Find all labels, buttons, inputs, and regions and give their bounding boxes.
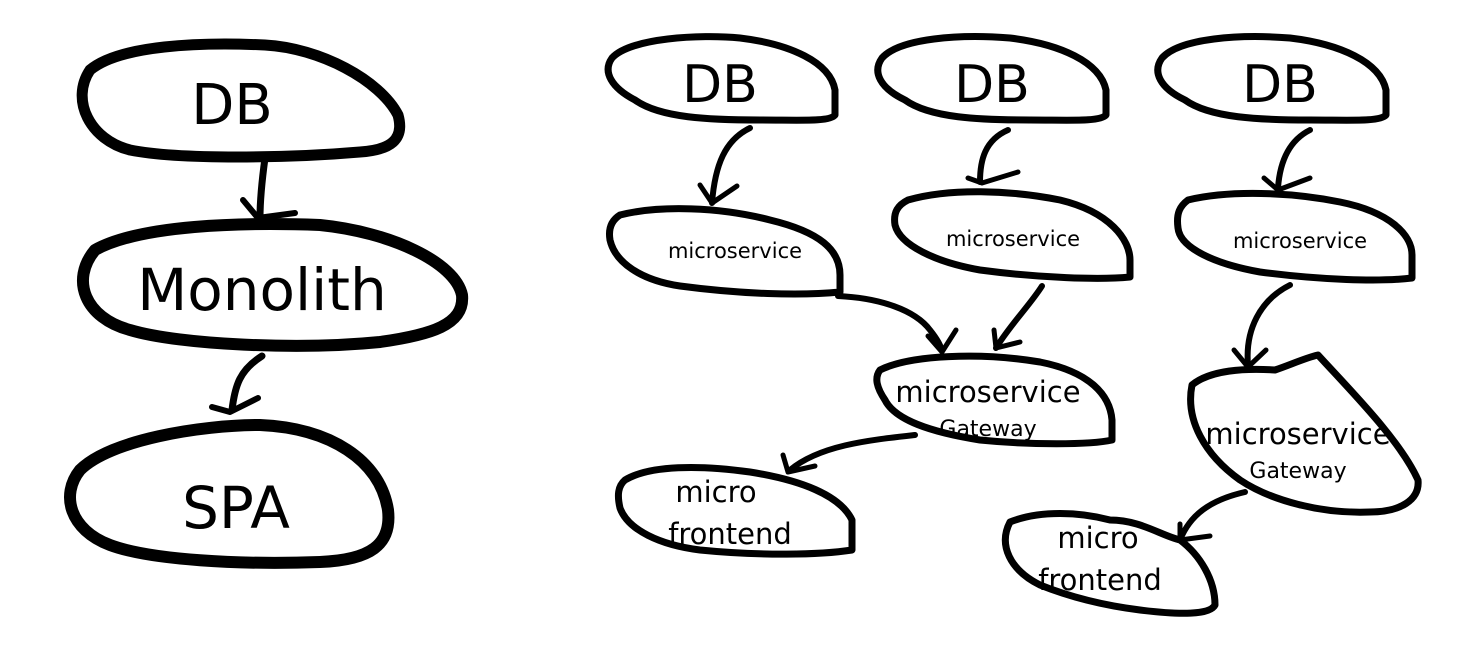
node-label: microservice xyxy=(946,227,1080,251)
node-db-1: DB xyxy=(604,33,839,124)
node-label: microservice xyxy=(1233,229,1367,253)
node-label: Monolith xyxy=(137,256,387,324)
node-label: microservice xyxy=(895,375,1080,409)
node-sublabel: Gateway xyxy=(939,417,1036,442)
node-spa: SPA xyxy=(64,419,395,569)
arrow-monolith-to-spa xyxy=(209,352,266,415)
node-label: DB xyxy=(1242,55,1318,115)
node-label: SPA xyxy=(182,474,290,542)
node-sublabel: frontend xyxy=(668,517,792,551)
node-microservice-2: microservice xyxy=(891,188,1134,282)
arrow-db3-to-ms3 xyxy=(1261,127,1313,193)
node-sublabel: frontend xyxy=(1038,563,1162,597)
node-db-2: DB xyxy=(874,33,1110,124)
node-label: micro xyxy=(675,475,756,509)
arrow-db2-to-ms2 xyxy=(965,127,1021,186)
arrow-gateway2-to-frontend2 xyxy=(1177,489,1248,543)
arrow-db1-to-ms1 xyxy=(697,125,753,206)
node-label: DB xyxy=(954,55,1030,115)
node-label: DB xyxy=(191,73,273,138)
arrow-db-to-monolith xyxy=(240,154,298,222)
arrow-gateway1-to-frontend1 xyxy=(780,432,918,475)
node-label: DB xyxy=(682,55,758,115)
node-gateway-2: microservice Gateway xyxy=(1187,351,1422,516)
node-microservice-3: microservice xyxy=(1174,189,1416,284)
node-label: microservice xyxy=(668,239,802,263)
node-label: microservice xyxy=(1205,417,1390,451)
arrow-ms3-to-gateway2 xyxy=(1231,282,1293,379)
node-frontend-1: micro frontend xyxy=(614,463,856,558)
node-monolith: Monolith xyxy=(76,218,469,352)
node-db-3: DB xyxy=(1154,33,1390,124)
node-gateway-1: microservice Gateway xyxy=(873,352,1116,448)
arrow-ms2-to-gateway1 xyxy=(991,283,1045,351)
node-sublabel: Gateway xyxy=(1249,459,1346,484)
arrow-ms1-to-gateway1 xyxy=(835,293,959,355)
node-frontend-2: micro frontend xyxy=(1002,510,1219,617)
node-microservice-1: microservice xyxy=(606,205,844,298)
node-label: micro xyxy=(1057,521,1138,555)
node-db-monolith: DB xyxy=(76,38,406,163)
